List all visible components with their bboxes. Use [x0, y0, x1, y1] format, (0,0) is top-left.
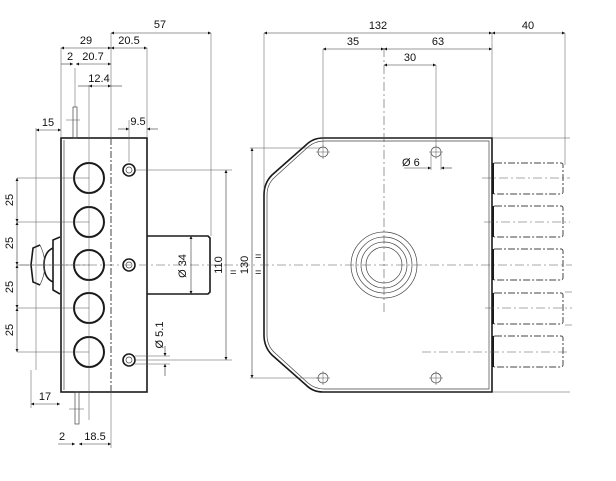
dim-130-equal-mark-top: =	[255, 251, 261, 263]
dim-2-top-label: 2	[67, 51, 73, 63]
screw-hole	[122, 353, 136, 367]
dim-130-label: 130	[239, 256, 251, 274]
front-view: 132 40 35 63 30 Ø 6	[260, 20, 572, 393]
dim-29-label: 29	[80, 35, 92, 47]
dim-18-5-label: 18.5	[84, 431, 105, 443]
dim-40-label: 40	[522, 20, 534, 32]
bolt	[485, 292, 572, 325]
bottom-pin	[74, 391, 80, 425]
side-view: 57 29 20.5 2 20.7 12.4 15 9.5	[4, 19, 320, 448]
top-pin	[72, 106, 78, 139]
dim-57-label: 57	[154, 19, 166, 31]
bolt	[484, 205, 570, 238]
bolt	[492, 248, 564, 281]
dim-130-equal-mark-bottom: =	[255, 267, 261, 279]
dim-5-1-label: Ø 5.1	[154, 322, 166, 349]
knob	[30, 236, 61, 295]
dim-30-label: 30	[404, 52, 416, 64]
dim-35-label: 35	[347, 36, 359, 48]
bolt	[422, 335, 568, 368]
dim-12-4-label: 12.4	[88, 73, 109, 85]
dim-132-label: 132	[369, 20, 387, 32]
dim-20-5-label: 20.5	[118, 35, 139, 47]
dim-9-5-label: 9.5	[130, 116, 145, 128]
dim-25-b-label: 25	[4, 237, 16, 249]
screw-hole	[122, 163, 136, 177]
dim-25-d-label: 25	[4, 324, 16, 336]
dim-25-a-label: 25	[4, 194, 16, 206]
dim-15-label: 15	[42, 117, 54, 129]
dim-110-equal-mark: =	[230, 267, 236, 279]
dim-63-label: 63	[432, 36, 444, 48]
bolts	[422, 162, 572, 368]
dim-25-c-label: 25	[4, 281, 16, 293]
dim-17-label: 17	[39, 391, 51, 403]
bolt	[482, 162, 570, 195]
lock-body-front	[263, 137, 493, 393]
dim-6-label: Ø 6	[402, 157, 420, 169]
dim-20-7-label: 20.7	[82, 51, 103, 63]
dim-110-label: 110	[213, 256, 225, 274]
dim-34-label: Ø 34	[177, 254, 189, 278]
dim-2-bottom-label: 2	[59, 431, 65, 443]
